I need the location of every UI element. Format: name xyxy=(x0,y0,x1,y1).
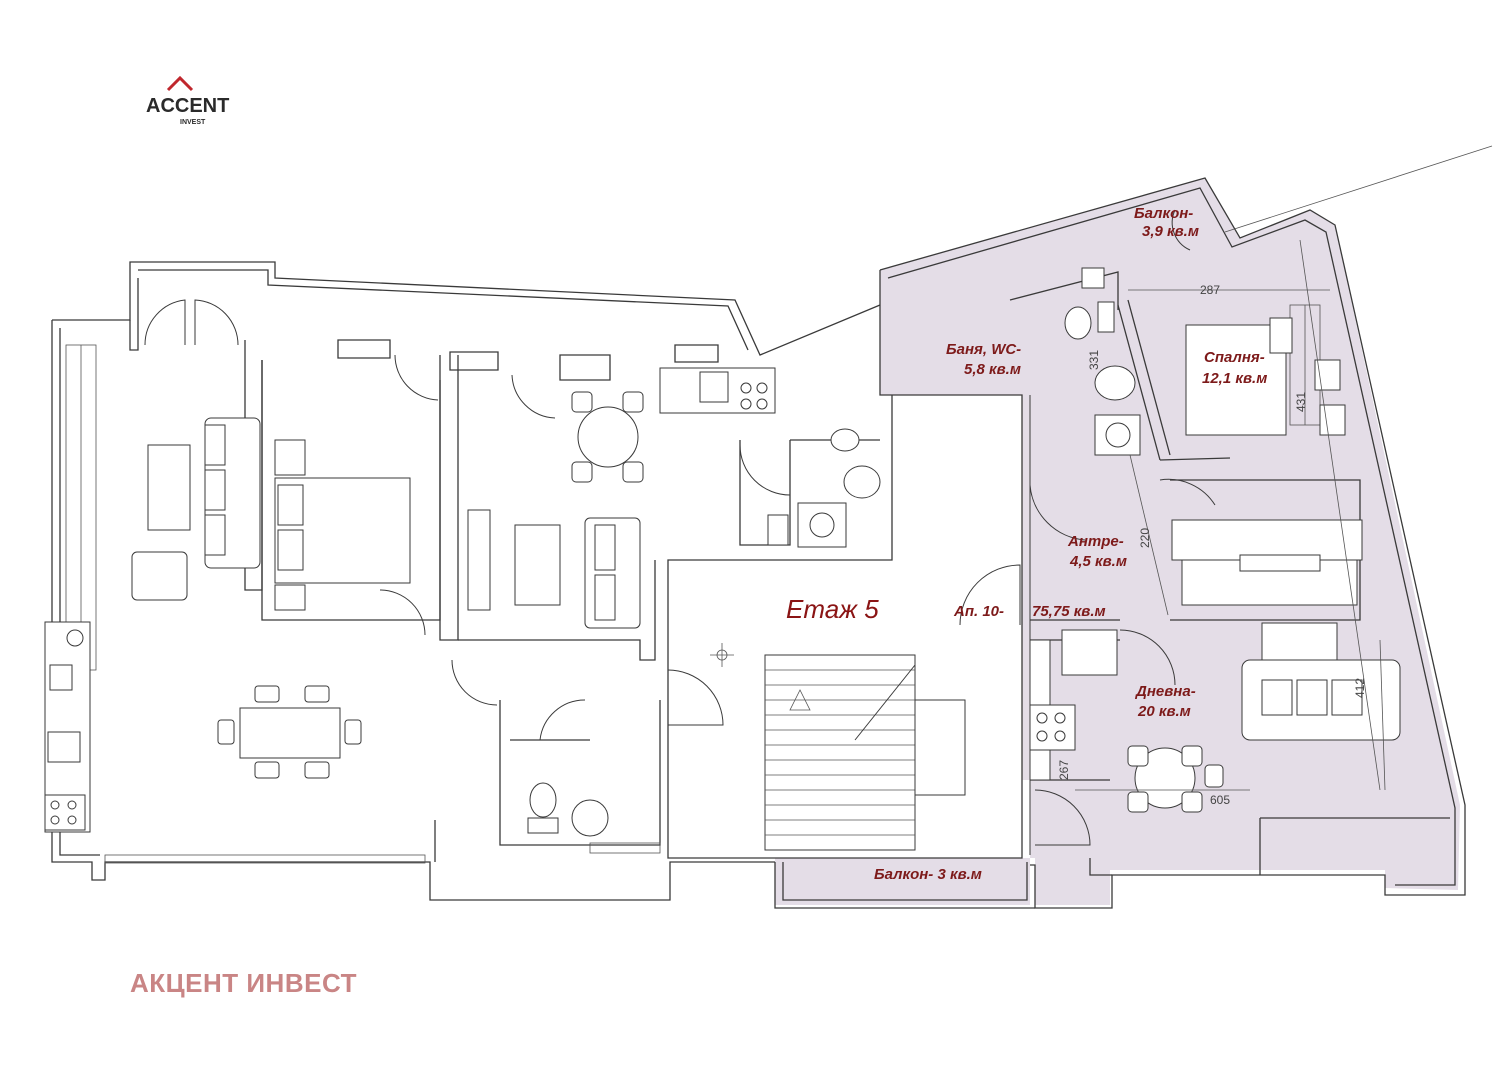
hall-area: 4,5 кв.м xyxy=(1069,553,1127,570)
bath-name: Баня, WC- xyxy=(946,341,1021,358)
apartment-label-area: 75,75 кв.м xyxy=(1032,603,1106,620)
logo: ACCENT INVEST xyxy=(146,75,229,126)
dim-412: 412 xyxy=(1353,678,1367,698)
property-line xyxy=(1224,145,1493,233)
floor-label: Етаж 5 xyxy=(786,594,879,624)
hall-name: Антре- xyxy=(1067,533,1124,550)
dimension-lines xyxy=(1075,239,1386,791)
crosshair-icon xyxy=(710,643,734,667)
dim-605: 605 xyxy=(1210,793,1230,807)
logo-subtext: INVEST xyxy=(180,119,206,126)
roof-icon xyxy=(166,75,194,92)
dim-331: 331 xyxy=(1087,350,1101,370)
living-area: 20 кв.м xyxy=(1137,703,1191,720)
apt10-furniture xyxy=(1029,267,1401,813)
balcony-bottom-label: Балкон- 3 кв.м xyxy=(874,866,982,883)
dim-267: 267 xyxy=(1057,760,1071,780)
dim-220: 220 xyxy=(1138,528,1152,548)
logo-text: ACCENT xyxy=(146,95,229,117)
bedroom-name: Спалня- xyxy=(1204,349,1265,366)
dim-431: 431 xyxy=(1294,392,1308,412)
dim-287: 287 xyxy=(1200,283,1220,297)
balcony-bottom-highlight xyxy=(775,858,1030,905)
middle-furniture xyxy=(467,367,881,837)
apartment-label-prefix: Ап. 10- xyxy=(953,603,1004,620)
interior-walls xyxy=(244,339,880,862)
apt10-walls xyxy=(1009,271,1450,876)
balcony-top-area: 3,9 кв.м xyxy=(1142,223,1199,240)
staircase xyxy=(764,654,966,851)
balcony-top-name: Балкон- xyxy=(1134,205,1193,222)
bath-area: 5,8 кв.м xyxy=(964,361,1021,378)
bedroom-area: 12,1 кв.м xyxy=(1202,370,1267,387)
left-furniture xyxy=(44,417,411,833)
living-name: Дневна- xyxy=(1134,683,1196,700)
brand-caption: АКЦЕНТ ИНВЕСТ xyxy=(130,968,357,998)
outer-walls xyxy=(51,177,1466,909)
